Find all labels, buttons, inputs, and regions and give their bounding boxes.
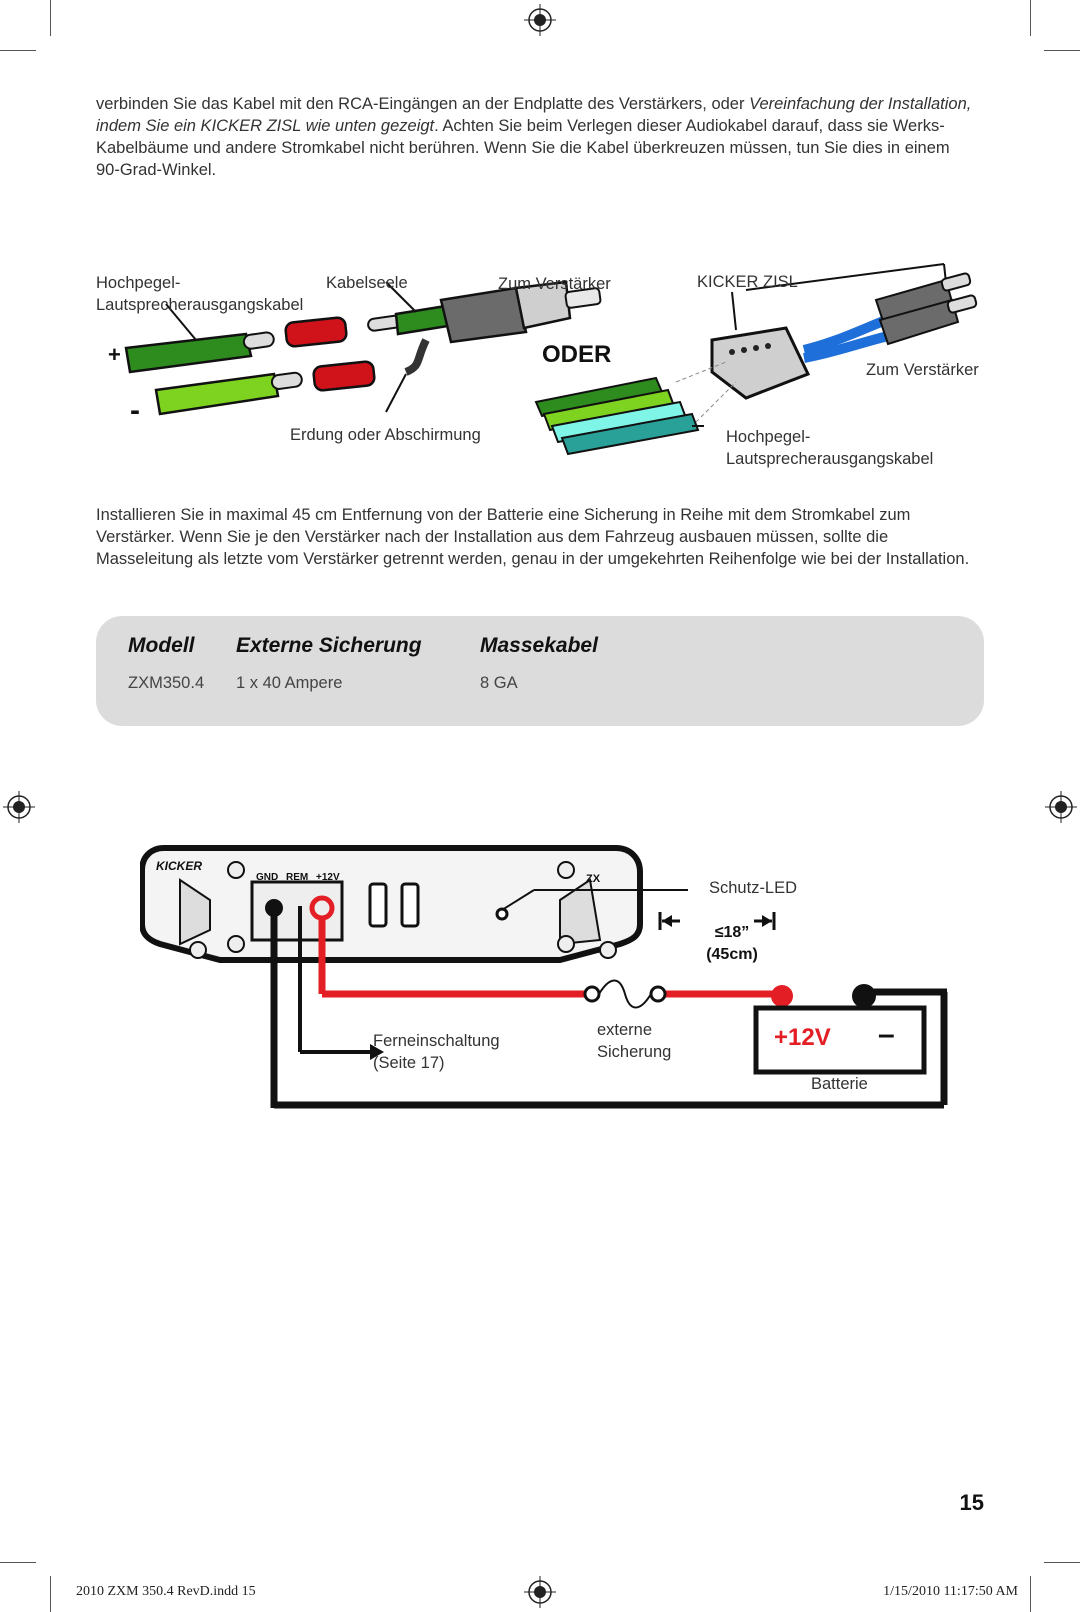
label-highlevel-right: Hochpegel-Lautsprecherausgangskabel — [726, 428, 934, 468]
brand-logo: KICKER — [156, 859, 202, 873]
battery-negative-label: – — [878, 1018, 895, 1051]
fuse-paragraph: Installieren Sie in maximal 45 cm Entfer… — [96, 506, 970, 568]
column-header-model: Modell — [128, 634, 195, 657]
label-battery: Batterie — [811, 1075, 868, 1093]
label-protection-led: Schutz-LED — [709, 879, 798, 897]
crop-mark — [50, 0, 51, 36]
column-header-fuse: Externe Sicherung — [236, 634, 422, 657]
label-ground: Erdung oder Abschirmung — [290, 426, 481, 444]
crimp-connector — [284, 316, 376, 392]
registration-mark-icon — [524, 4, 556, 36]
label-remote-turn-on: Ferneinschaltung(Seite 17) — [373, 1032, 500, 1072]
cell-model: ZXM350.4 — [128, 674, 205, 692]
distance-label: ≤18”(45cm) — [706, 924, 758, 963]
cell-fuse: 1 x 40 Ampere — [236, 674, 343, 692]
crop-mark — [1044, 1562, 1080, 1563]
battery-icon — [753, 1005, 927, 1075]
column-header-ground: Massekabel — [480, 634, 598, 657]
battery-positive-label: +12V — [774, 1024, 831, 1051]
power-wiring-diagram: KICKER GND REM +12V ZX — [140, 845, 948, 1109]
minus-sign: - — [130, 394, 140, 427]
label-highlevel-left: Hochpegel-Lautsprecherausgangskabel — [96, 274, 304, 314]
intro-text-end: . Achten Sie beim Verlegen dieser Audiok… — [96, 117, 950, 179]
label-kicker-zisl: KICKER ZISL — [697, 273, 798, 291]
terminal-rem-label: REM — [286, 872, 308, 883]
oder-label: ODER — [542, 341, 611, 368]
speaker-wire-positive — [124, 331, 275, 374]
label-to-amp-left: Zum Verstärker — [498, 275, 611, 293]
external-fuse-icon — [583, 979, 667, 1009]
label-to-amp-right: Zum Verstärker — [866, 361, 979, 379]
registration-mark-icon — [3, 791, 35, 823]
crop-mark — [0, 1562, 36, 1563]
wiring-diagram: + - ODER — [108, 263, 978, 456]
label-cable-core: Kabelseele — [326, 274, 408, 292]
intro-italic-text: Vereinfachung der Installation, indem Si… — [96, 95, 972, 135]
slug-left: 2010 ZXM 350.4 RevD.indd 15 — [76, 1584, 256, 1599]
terminal-gnd-label: GND — [256, 872, 278, 883]
amplifier-end-panel: KICKER GND REM +12V ZX — [140, 845, 643, 963]
zx-badge: ZX — [586, 873, 601, 885]
kicker-zisl-adapter — [710, 263, 978, 400]
ground-wire — [265, 899, 948, 1109]
crop-mark — [1044, 50, 1080, 51]
crop-mark — [50, 1576, 51, 1612]
spec-table: Modell Externe Sicherung Massekabel ZXM3… — [96, 616, 984, 726]
crop-mark — [1030, 0, 1031, 36]
speaker-wire-bundle — [534, 361, 737, 456]
terminal-12v-label: +12V — [316, 872, 340, 883]
slug-right: 1/15/2010 11:17:50 AM — [883, 1584, 1018, 1599]
power-wire — [309, 895, 876, 1008]
distance-indicator — [658, 912, 776, 930]
registration-mark-icon — [1045, 791, 1077, 823]
remote-wire — [298, 906, 384, 1060]
page-number: 15 — [959, 1490, 984, 1515]
crop-mark — [0, 50, 36, 51]
crop-mark — [1030, 1576, 1031, 1612]
intro-text: verbinden Sie das Kabel mit den RCA-Eing… — [96, 95, 750, 113]
speaker-wire-negative — [154, 371, 303, 416]
cell-ground: 8 GA — [480, 674, 518, 692]
intro-paragraph: verbinden Sie das Kabel mit den RCA-Eing… — [96, 93, 976, 181]
rca-plug — [367, 280, 602, 376]
registration-mark-icon — [524, 1576, 556, 1608]
plus-sign: + — [108, 342, 121, 367]
